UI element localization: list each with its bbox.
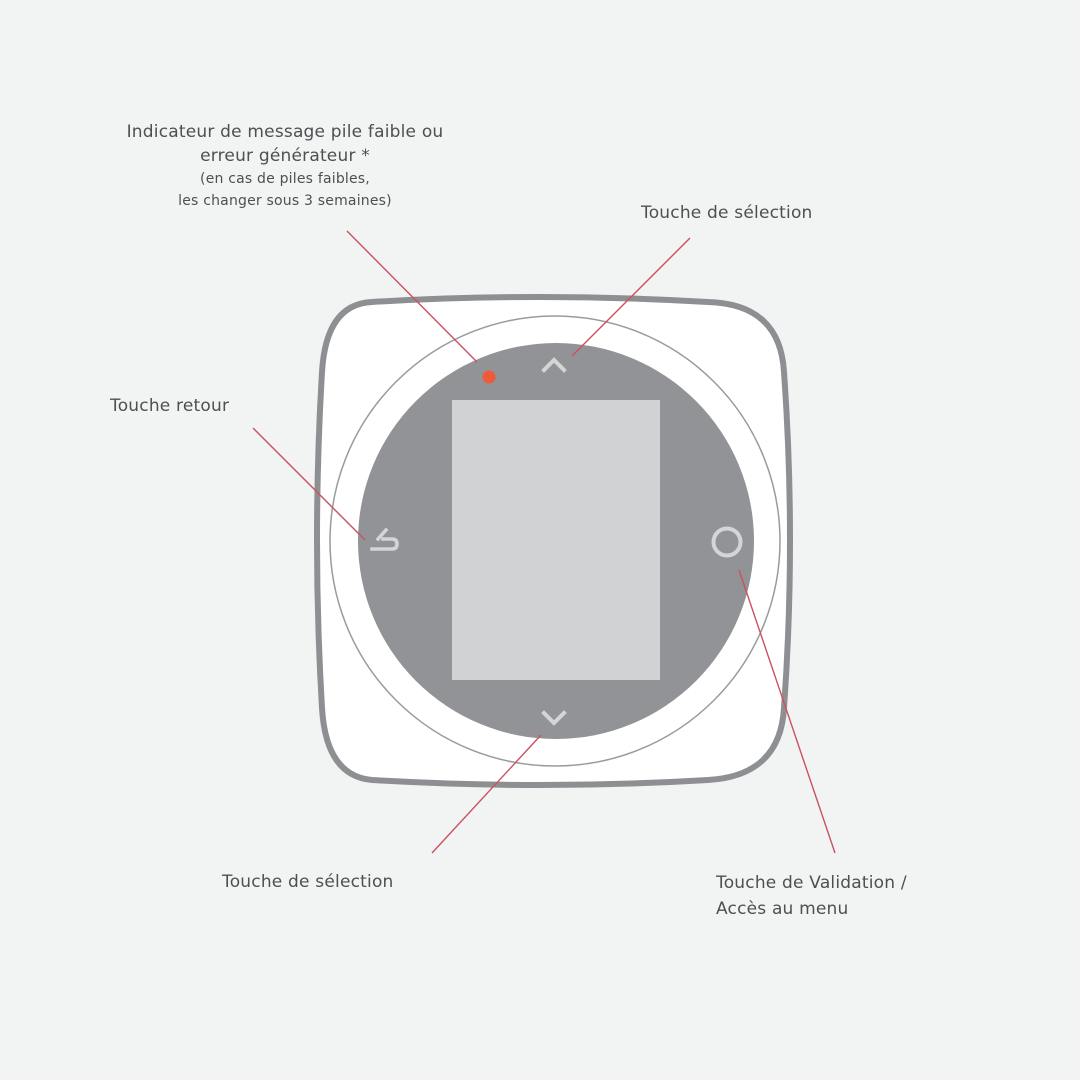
label-indicator-line2: erreur générateur * xyxy=(200,146,370,166)
outer-ring xyxy=(329,315,781,767)
chevron-up-icon xyxy=(541,357,567,373)
label-select-up: Touche de sélection xyxy=(641,203,813,223)
leader-indicator xyxy=(346,230,478,363)
ok-button[interactable] xyxy=(711,526,743,558)
label-select-down: Touche de sélection xyxy=(222,872,394,892)
label-validation-line2: Accès au menu xyxy=(716,899,849,919)
label-indicator-note2: les changer sous 3 semaines) xyxy=(178,193,392,209)
leader-lines xyxy=(252,230,836,854)
leader-back xyxy=(252,427,366,541)
label-validation-line1: Touche de Validation / xyxy=(716,873,907,893)
circle-ok-icon xyxy=(711,526,743,558)
chevron-down-icon xyxy=(541,710,567,726)
back-button[interactable] xyxy=(370,527,399,551)
label-indicator-line1: Indicateur de message pile faible ou xyxy=(126,122,444,142)
label-low-battery-indicator: Indicateur de message pile faible ou err… xyxy=(100,120,470,212)
down-button[interactable] xyxy=(541,710,567,726)
label-validation: Touche de Validation / Accès au menu xyxy=(716,870,907,922)
leader-select-down xyxy=(431,734,542,854)
label-indicator-note1: (en cas de piles faibles, xyxy=(200,171,370,187)
up-button[interactable] xyxy=(541,357,567,373)
leader-select-up xyxy=(571,237,691,357)
leader-validation xyxy=(738,569,836,854)
led-dot-icon xyxy=(482,370,496,384)
label-back: Touche retour xyxy=(110,396,230,416)
display-screen xyxy=(452,400,660,680)
back-arrow-icon xyxy=(370,527,399,551)
